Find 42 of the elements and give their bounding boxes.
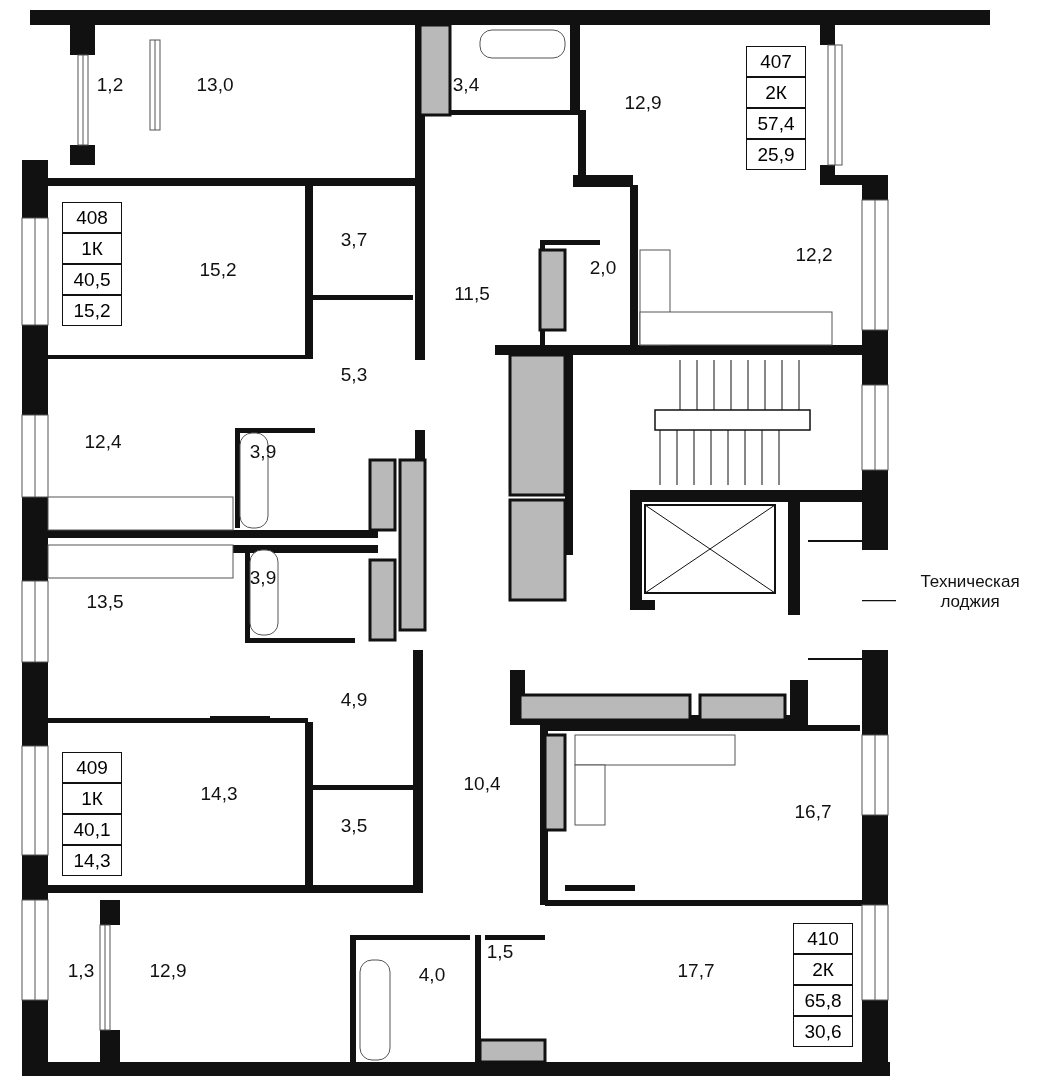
apartment-info-cell: 1К [62,783,122,814]
room-area-label: 14,3 [200,783,238,805]
apartment-info-cell: 15,2 [62,295,122,326]
apartment-info-cell: 409 [62,752,122,783]
room-area-label: 15,2 [199,259,237,281]
apartment-info-cell: 40,1 [62,814,122,845]
room-area-label: 13,0 [196,74,234,96]
apartment-info-cell: 407 [746,46,806,77]
apartment-info-cell: 1К [62,233,122,264]
room-area-label: 4,0 [418,964,446,986]
room-area-label: 11,5 [454,283,490,305]
apartment-info-cell: 2К [793,954,853,985]
apartment-info-cell: 2К [746,77,806,108]
room-area-label: 5,3 [340,364,368,386]
room-area-label: 1,5 [486,941,514,963]
apartment-info-cell: 408 [62,202,122,233]
room-area-label: 3,9 [249,567,277,589]
room-area-label: 3,5 [340,815,368,837]
apartment-info-cell: 65,8 [793,985,853,1016]
apartment-info-cell: 14,3 [62,845,122,876]
room-area-label: 17,7 [677,960,715,982]
room-area-label: 13,5 [86,591,124,613]
room-area-label: 16,7 [794,801,832,823]
apartment-info-cell: 40,5 [62,264,122,295]
room-area-label: 2,0 [589,257,617,279]
room-area-label: 4,9 [340,689,368,711]
room-area-label: 12,2 [795,244,833,266]
room-area-label: 3,7 [340,229,368,251]
room-area-label: 1,3 [67,960,95,982]
leader-line [861,600,897,602]
room-area-label: 12,4 [84,431,122,453]
apartment-info-cell: 410 [793,923,853,954]
room-area-label: 1,2 [96,74,124,96]
room-area-label: 3,9 [249,441,277,463]
apartment-info-cell: 30,6 [793,1016,853,1047]
apartment-info-cell: 25,9 [746,139,806,170]
callout-text: Техническая лоджия [896,572,1044,612]
apartment-info-cell: 57,4 [746,108,806,139]
room-area-label: 12,9 [149,960,187,982]
room-area-label: 10,4 [463,773,501,795]
room-area-label: 12,9 [624,92,662,114]
room-area-label: 3,4 [452,74,480,96]
